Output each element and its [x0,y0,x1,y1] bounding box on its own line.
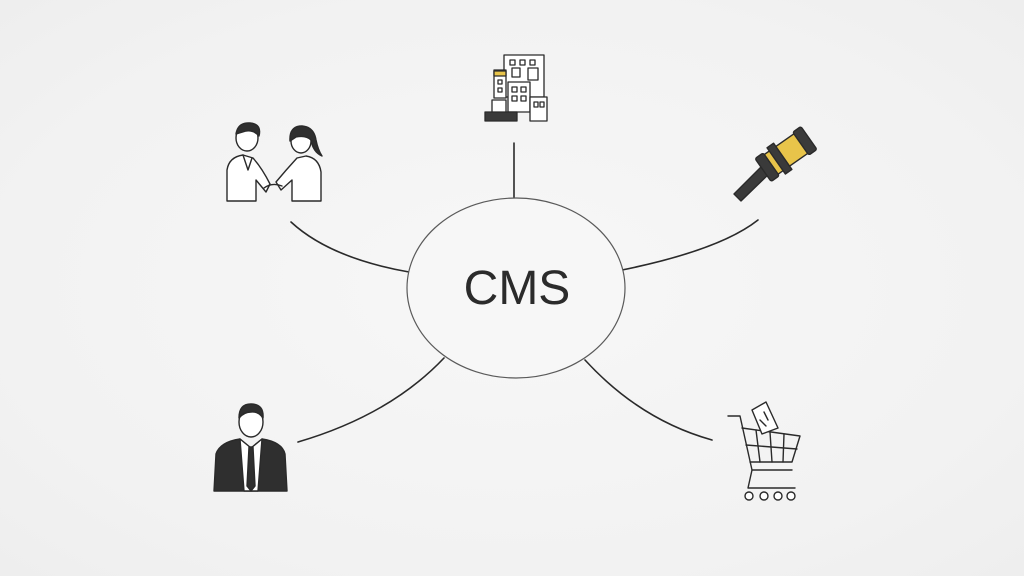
connector-cart [584,359,713,441]
buildings-icon [484,54,548,122]
shopping-cart-icon [727,401,801,501]
hub-ellipse [406,197,626,379]
connector-handshake [290,221,410,273]
handshake-icon [226,122,323,202]
connector-gavel [621,219,759,271]
hub-label: CMS [464,262,571,315]
businessman-icon [213,403,288,492]
cms-hub: CMS [406,197,626,379]
connector-businessman [297,357,445,443]
gavel-icon [733,126,817,202]
